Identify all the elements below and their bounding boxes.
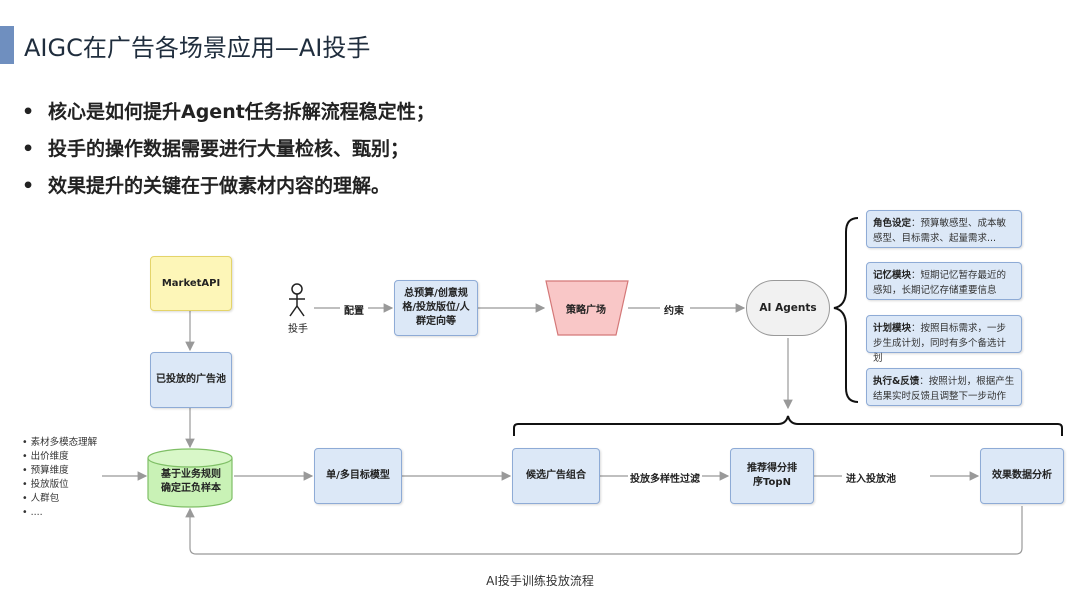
bracket-modules [833,217,859,403]
sample-db-line: 基于业务规则 [161,469,221,480]
rank-topn-box: 推荐得分排序TopN [730,448,814,504]
candidate-ads-box: 候选广告组合 [512,448,600,504]
bullet-text: 核心是如何提升Agent任务拆解流程稳定性； [48,101,435,123]
trader-person-icon [289,283,305,317]
module-execution: 执行&反馈：按照计划，根据产生结果实时反馈且调整下一步动作 [866,368,1022,406]
bracket-bottom [513,415,1063,436]
factor-item: • 人群包 [22,493,60,504]
settings-box: 总预算/创意规格/投放版位/人群定向等 [394,280,478,336]
sample-db-label: 基于业务规则 确定正负样本 [150,468,232,496]
model-box: 单/多目标模型 [314,448,402,504]
bullet-dot-icon: • [22,175,35,197]
enter-pool-label: 进入投放池 [846,474,896,485]
placed-ad-pool-box: 已投放的广告池 [150,352,232,408]
factor-item: • 投放版位 [22,479,69,490]
bullet-item: • 投手的操作数据需要进行大量检核、甄别； [22,135,435,172]
factor-item: • 出价维度 [22,451,69,462]
module-role: 角色设定：预算敏感型、成本敏感型、目标需求、起量需求... [866,210,1022,248]
bullet-item: • 核心是如何提升Agent任务拆解流程稳定性； [22,98,435,135]
bullet-dot-icon: • [22,101,35,123]
bullet-list: • 核心是如何提升Agent任务拆解流程稳定性； • 投手的操作数据需要进行大量检核… [22,98,435,209]
diversity-filter-label: 投放多样性过滤 [630,474,700,485]
market-api-box: MarketAPI [150,256,232,311]
diagram-caption: AI投手训练投放流程 [486,574,594,588]
module-memory: 记忆模块：短期记忆暂存最近的感知，长期记忆存储重要信息 [866,262,1022,300]
feedback-loop [185,506,1023,555]
strategy-plaza-shape [545,280,629,336]
config-label: 配置 [344,306,364,317]
bullet-text: 投手的操作数据需要进行大量检核、甄别； [48,138,410,160]
bullet-text: 效果提升的关键在于做素材内容的理解。 [48,175,391,197]
sample-db-cylinder [147,448,233,508]
title-accent-bar [0,26,14,64]
trader-label: 投手 [288,324,308,335]
module-plan: 计划模块：按照目标需求，一步步生成计划，同时有多个备选计划 [866,315,1022,364]
effect-analysis-box: 效果数据分析 [980,448,1064,504]
factor-item: • 预算维度 [22,465,69,476]
factor-list: • 素材多模态理解 • 出价维度 • 预算维度 • 投放版位 • 人群包 • .… [22,436,97,520]
bullet-item: • 效果提升的关键在于做素材内容的理解。 [22,172,435,209]
sample-db-line: 确定正负样本 [161,483,221,494]
page-title: AIGC在广告各场景应用—AI投手 [24,34,371,62]
factor-item: • .... [22,507,43,518]
factor-item: • 素材多模态理解 [22,437,98,448]
constraint-label: 约束 [664,306,684,317]
bullet-dot-icon: • [22,138,35,160]
ai-agents-node: AI Agents [746,280,830,336]
strategy-plaza-label: 策略广场 [566,304,606,316]
